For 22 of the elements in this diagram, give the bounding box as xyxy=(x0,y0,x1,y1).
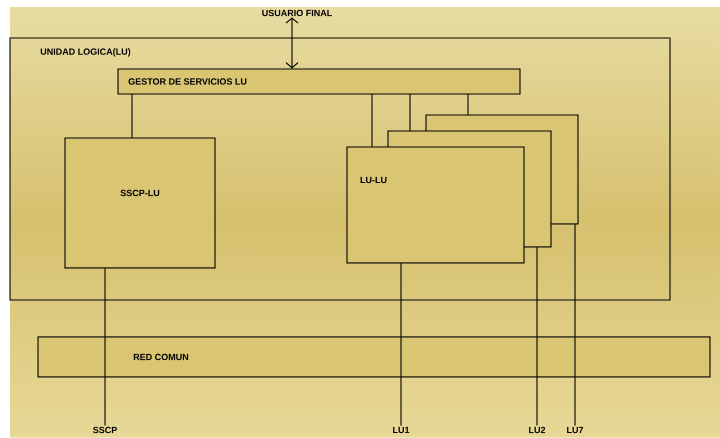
process-box: SSCP-LU xyxy=(64,137,216,269)
connector-line xyxy=(467,94,469,114)
connector-line xyxy=(574,224,576,336)
label-text: USUARIO FINAL xyxy=(262,10,332,16)
connector-line xyxy=(400,378,402,426)
connector-line xyxy=(574,378,576,426)
connector-line xyxy=(400,264,402,336)
network-band: RED COMUN xyxy=(37,336,711,378)
connector-line xyxy=(536,248,538,336)
label-text: LU1 xyxy=(393,426,410,434)
connector-line xyxy=(104,378,106,426)
connector-line xyxy=(409,94,411,130)
connector-line xyxy=(131,94,133,138)
connector-line xyxy=(104,268,106,336)
manager-box: GESTOR DE SERVICIOS LU xyxy=(117,68,521,95)
label-text: LU2 xyxy=(529,426,546,434)
process-box: LU-LU xyxy=(346,146,525,264)
connector-line xyxy=(371,94,373,146)
label-text: SSCP xyxy=(93,426,117,434)
connector-line xyxy=(536,378,538,426)
connector-line xyxy=(286,17,298,68)
label-text: LU7 xyxy=(567,426,584,434)
